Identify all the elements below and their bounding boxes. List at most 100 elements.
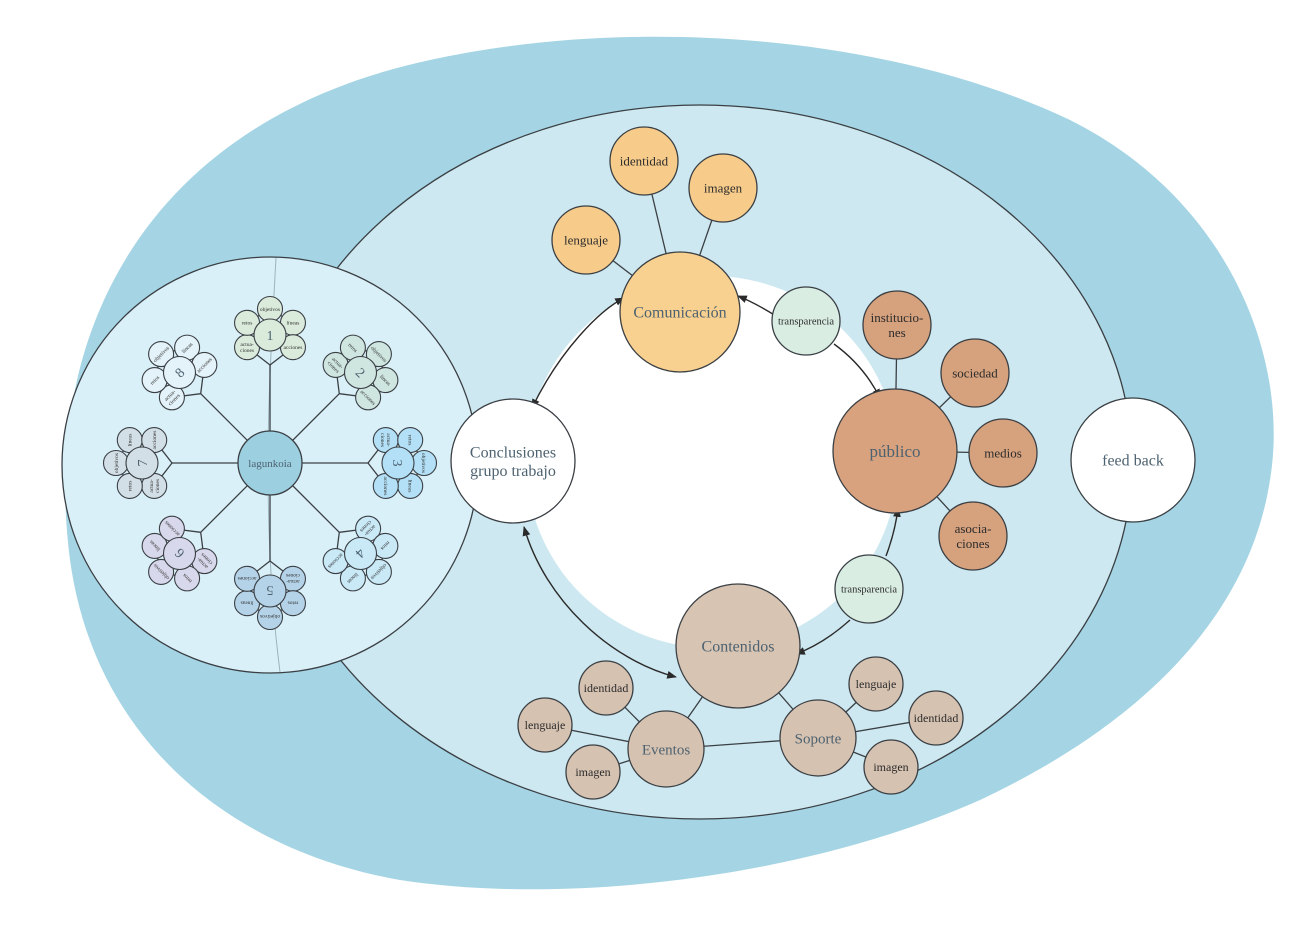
group-satellite-label: ciones [379, 433, 385, 447]
transparencia-top-node[interactable]: transparencia [771, 286, 841, 356]
group-number-node[interactable]: 2 [343, 355, 378, 390]
group-number-node-circle [381, 446, 415, 480]
group-1[interactable]: objetivoslíneasaccionesactua-cionesretos… [233, 295, 307, 361]
group-satellite[interactable]: líneas [372, 367, 399, 394]
group-satellite[interactable]: retos [141, 367, 168, 394]
group-satellite[interactable]: líneas [141, 532, 168, 559]
arrow-transparencia-comunicacion [737, 295, 777, 317]
eventos-satellite[interactable]: lenguaje [517, 697, 573, 753]
comunicacion-node[interactable]: Comunicación [619, 251, 741, 373]
eventos-satellite-circle [517, 697, 573, 753]
comunicacion-satellite-lenguaje[interactable]: lenguaje [551, 205, 621, 275]
group-4[interactable]: objetivoslíneasaccionesactua-cionesretos… [322, 515, 399, 592]
group-satellite[interactable]: actua-ciones [158, 384, 185, 411]
comunicacion-satellite-imagen[interactable]: imagen [688, 153, 758, 223]
group-number-node[interactable]: 3 [381, 446, 415, 480]
group-satellite-label: actua- [385, 433, 391, 447]
group-satellite-label: actua- [149, 479, 155, 493]
soporte-node[interactable]: Soporte [779, 699, 857, 777]
soporte-satellite[interactable]: imagen [863, 739, 919, 795]
eventos-satellite-label: identidad [584, 681, 629, 695]
group-satellite-label: actua- [286, 578, 300, 584]
feedback-node[interactable]: feed back [1070, 397, 1196, 523]
transparencia-bottom-node[interactable]: transparencia [834, 554, 904, 624]
group-satellite[interactable]: objetivos [102, 449, 130, 477]
transparencia-top-node-circle [771, 286, 841, 356]
group-satellite-label: ciones [155, 479, 161, 493]
group-satellite-label: acciones [152, 431, 158, 450]
group-number-node[interactable]: 8 [162, 355, 197, 390]
group-number-node-circle [343, 355, 378, 390]
group-6[interactable]: objetivoslíneasaccionesactua-cionesretos… [141, 515, 218, 592]
feedback-node-circle [1070, 397, 1196, 523]
group-2[interactable]: objetivoslíneasaccionesactua-cionesretos… [322, 334, 399, 411]
publico-satellite[interactable]: medios [968, 418, 1038, 488]
group-satellite[interactable]: objetivos [365, 341, 392, 368]
group-satellite[interactable]: líneas [174, 334, 201, 361]
group-satellite[interactable]: actua-ciones [322, 351, 349, 378]
group-number-node[interactable]: 1 [253, 318, 287, 352]
group-satellite-label: acciones [382, 476, 388, 495]
contenidos-node[interactable]: Contenidos [675, 583, 801, 709]
group-satellite-label: retos [242, 321, 253, 327]
group-satellite[interactable]: acciones [191, 351, 218, 378]
group-satellite-label: retos [288, 599, 299, 605]
group-satellite[interactable]: líneas [339, 565, 366, 592]
eventos-satellite-circle [565, 744, 621, 800]
group-satellite[interactable]: objetivos [365, 558, 392, 585]
hub-lagunkoia[interactable]: lagunkoia [237, 430, 303, 496]
publico-satellite[interactable]: sociedad [940, 338, 1010, 408]
group-satellite[interactable]: acciones [322, 548, 349, 575]
cycle-arrows [522, 295, 901, 679]
soporte-satellite-circle [848, 656, 904, 712]
group-number-node-label: 7 [136, 460, 151, 467]
group-satellite-label: retos [128, 481, 134, 492]
publico-node-label: público [870, 442, 921, 461]
group-satellite-circle [365, 341, 392, 368]
group-number-node[interactable]: 5 [253, 574, 287, 608]
group-number-node[interactable]: 4 [343, 536, 378, 571]
soporte-satellite[interactable]: lenguaje [848, 656, 904, 712]
left-cluster: objetivoslíneasaccionesactua-cionesretos… [102, 295, 438, 631]
group-satellite-label: retos [346, 342, 358, 354]
conclusiones-node-label: Conclusiones [470, 444, 556, 461]
group-satellite[interactable]: acciones [355, 384, 382, 411]
soporte-satellite[interactable]: identidad [908, 690, 964, 746]
group-satellite[interactable]: objetivos [148, 558, 175, 585]
eventos-satellite-label: imagen [575, 765, 610, 779]
arrow-conclusiones-contenidos [522, 526, 677, 679]
group-satellite[interactable]: actua-ciones [279, 565, 307, 592]
eventos-satellite[interactable]: imagen [565, 744, 621, 800]
group-satellite[interactable]: retos [116, 472, 143, 500]
comunicacion-satellite-identidad[interactable]: identidad [609, 126, 679, 196]
group-number-node-circle [253, 574, 287, 608]
group-satellite[interactable]: objetivos [148, 341, 175, 368]
group-satellite[interactable]: objetivos [256, 295, 284, 323]
group-number-node[interactable]: 6 [162, 536, 197, 571]
comunicacion-node-circle [619, 251, 741, 373]
transparencia-bottom-node-circle [834, 554, 904, 624]
arrow-conclusiones-comunicacion [531, 297, 625, 409]
group-satellite-label: ciones [286, 572, 300, 578]
eventos-node[interactable]: Eventos [627, 710, 705, 788]
group-satellite[interactable]: objetivos [256, 603, 284, 631]
group-satellite-label: objetivos [420, 453, 426, 473]
publico-satellite[interactable]: asocia-ciones [938, 501, 1008, 571]
group-number-node[interactable]: 7 [125, 446, 159, 480]
group-number-node-circle [343, 536, 378, 571]
eventos-satellite[interactable]: identidad [578, 660, 634, 716]
group-satellite[interactable]: actua-ciones [355, 515, 382, 542]
comunicacion-satellite-identidad-label: identidad [620, 154, 669, 169]
transparencia-bottom-node-label: transparencia [841, 585, 897, 596]
publico-satellite[interactable]: institucio-nes [862, 290, 932, 360]
group-satellite-label: líneas [287, 321, 300, 327]
group-satellite[interactable]: objetivos [410, 449, 438, 477]
group-satellite-circle [365, 558, 392, 585]
publico-node-circle [832, 388, 958, 514]
publico-node[interactable]: público [832, 388, 958, 514]
